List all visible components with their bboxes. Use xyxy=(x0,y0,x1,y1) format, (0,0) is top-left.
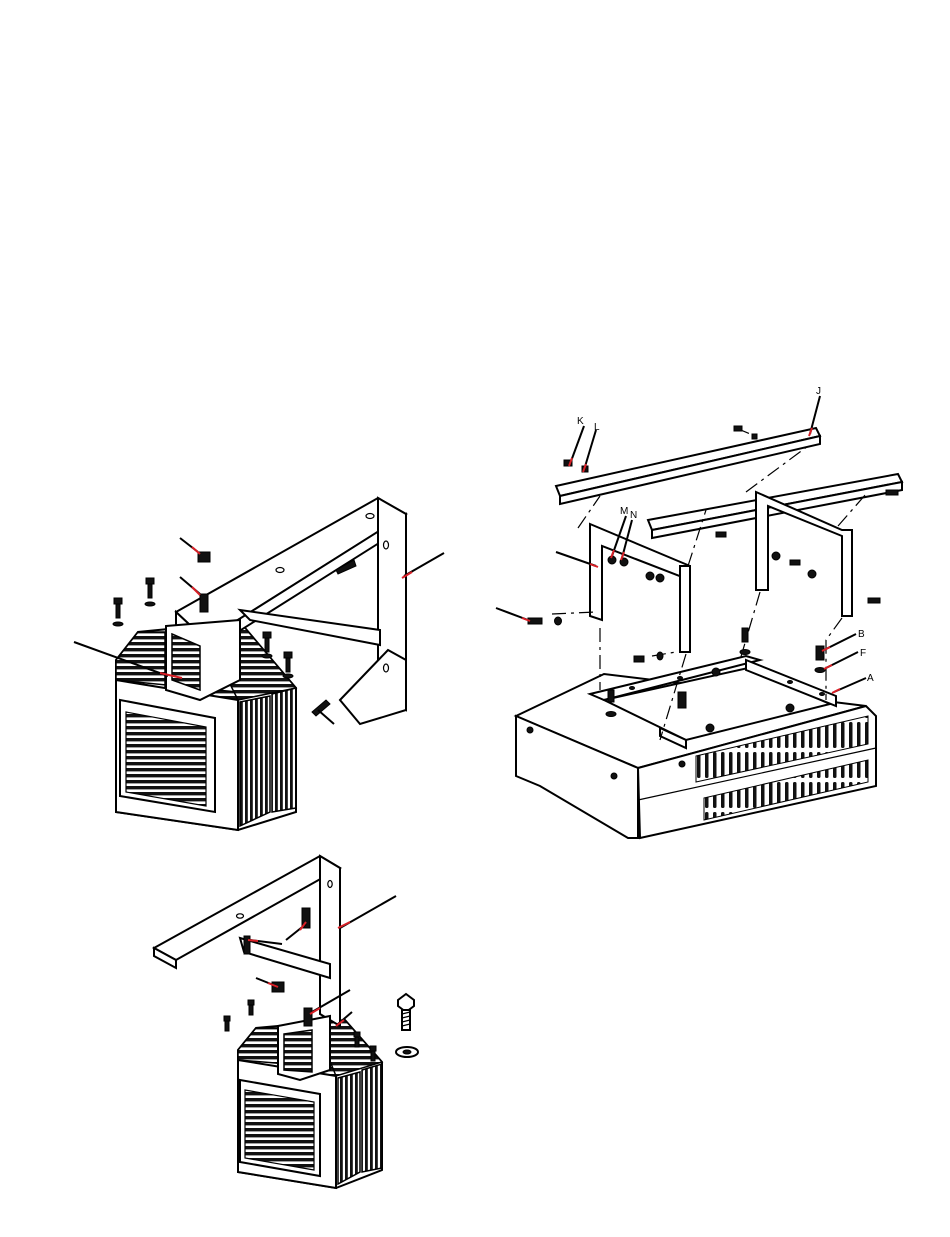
label-l: L xyxy=(594,422,600,433)
lower-mount-diagram xyxy=(154,856,418,1188)
label-b: B xyxy=(858,629,865,640)
label-m: M xyxy=(620,506,628,517)
label-a: A xyxy=(867,673,874,684)
label-f: F xyxy=(860,648,866,659)
label-n: N xyxy=(630,510,637,521)
label-j: J xyxy=(816,386,821,397)
upper-wall-mount-diagram xyxy=(74,498,444,830)
top-channel-rails xyxy=(556,428,902,538)
label-k: K xyxy=(577,416,584,427)
exploded-ceiling-mount-diagram: J K L M N B F A xyxy=(496,386,902,838)
